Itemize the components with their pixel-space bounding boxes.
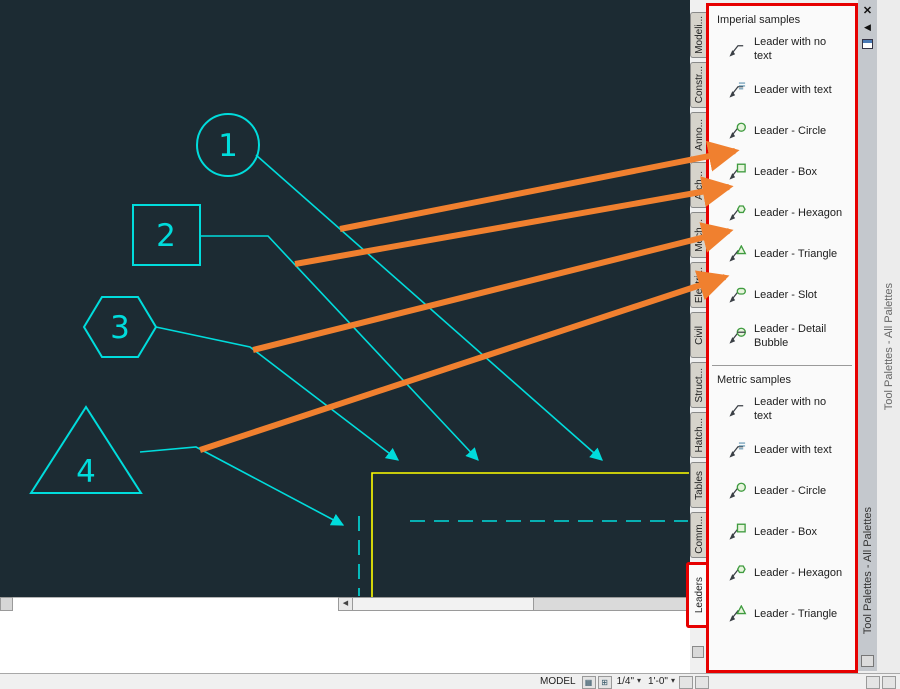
palette-item-leader-no-text[interactable]: Leader with no text (709, 29, 855, 70)
palette-item-leader-hexagon[interactable]: Leader - Hexagon (709, 193, 855, 234)
outer-palette-properties-icon[interactable] (861, 655, 874, 667)
status-bar: MODEL ▦ ⊞ 1/4" ▾ 1'-0" ▾ (0, 673, 900, 689)
group-title-imperial: Imperial samples (717, 14, 801, 26)
leader-box-icon (728, 523, 747, 542)
leader-no-text-icon (728, 400, 747, 419)
auto-hide-icon[interactable]: ◀ (864, 21, 871, 32)
tab-tables[interactable]: Tables (690, 462, 708, 508)
palette-titlebar-outer: Tool Palettes - All Palettes (877, 0, 900, 673)
annotation-scale-unit[interactable]: 1'-0" (648, 676, 668, 687)
status-tray-icon[interactable] (882, 676, 896, 689)
tab-group-menu-icon[interactable] (692, 646, 704, 658)
palette-item-label: Leader with no text (754, 395, 827, 422)
leader-triangle-icon (728, 245, 747, 264)
group-title-metric: Metric samples (717, 374, 791, 386)
palette-item-leader-slot[interactable]: Leader - Slot (709, 275, 855, 316)
callout-2-number: 2 (156, 218, 176, 254)
palette-item-label: Leader - Circle (754, 124, 827, 137)
chevron-down-icon[interactable]: ▾ (637, 676, 642, 685)
callout-1-number: 1 (218, 128, 238, 164)
scrollbar-corner-box (0, 597, 13, 611)
palette-item-leader-circle[interactable]: Leader - Circle (709, 471, 855, 512)
palette-title-vertical[interactable]: Tool Palettes - All Palettes (861, 506, 874, 635)
palette-item-leader-box[interactable]: Leader - Box (709, 152, 855, 193)
leader-circle-icon (728, 122, 747, 141)
properties-icon[interactable] (860, 37, 875, 51)
palette-item-label: Leader - Box (754, 165, 817, 178)
horizontal-scrollbar[interactable]: ◀ (338, 597, 690, 611)
leader-hexagon-icon (728, 204, 747, 223)
palette-title-vertical-outer[interactable]: Tool Palettes - All Palettes (882, 283, 895, 411)
close-icon[interactable]: ✕ (862, 4, 873, 17)
palette-item-label: Leader - Triangle (754, 607, 838, 620)
scrollbar-left-arrow-icon[interactable]: ◀ (339, 598, 353, 610)
leader-line-1[interactable] (255, 154, 603, 461)
callout-4-number: 4 (76, 454, 96, 490)
grid-toggle-icon[interactable]: ▦ (581, 676, 596, 689)
chevron-down-icon[interactable]: ▾ (670, 676, 675, 685)
tool-palette-panel: Imperial samples Leader with no text Lea… (706, 3, 858, 673)
callout-hexagon-3[interactable]: 3 (82, 296, 158, 358)
leader-line-3[interactable] (155, 326, 400, 461)
palette-item-label: Leader - Slot (754, 288, 817, 301)
palette-item-leader-detail-bubble[interactable]: Leader - Detail Bubble (709, 316, 855, 357)
tab-leaders[interactable]: Leaders (686, 562, 709, 628)
drawing-canvas[interactable]: 1 2 3 4 (0, 0, 690, 597)
palette-item-leader-text[interactable]: Leader with text (709, 70, 855, 111)
callout-triangle-4[interactable]: 4 (29, 405, 143, 494)
palette-item-label: Leader with text (754, 83, 832, 96)
workspace-switch-icon[interactable] (866, 676, 880, 689)
tab-command-tools[interactable]: Comm... (690, 512, 708, 558)
group-separator (712, 365, 852, 366)
autoscale-icon[interactable] (694, 676, 709, 689)
leader-slot-icon (728, 286, 747, 305)
palette-item-label: Leader - Hexagon (754, 206, 843, 219)
palette-item-leader-text[interactable]: Leader with text (709, 430, 855, 471)
palette-item-leader-triangle[interactable]: Leader - Triangle (709, 234, 855, 275)
leader-triangle-icon (728, 605, 747, 624)
palette-titlebar-inner: ✕ ◀ Tool Palettes - All Palettes (858, 0, 877, 671)
palette-item-label: Leader with text (754, 443, 832, 456)
annotation-scale-value[interactable]: 1/4" (616, 676, 635, 687)
palette-item-label: Leader - Box (754, 525, 817, 538)
palette-item-leader-triangle[interactable]: Leader - Triangle (709, 594, 855, 635)
tab-constraints[interactable]: Constr... (690, 62, 708, 108)
palette-item-leader-hexagon[interactable]: Leader - Hexagon (709, 553, 855, 594)
callout-circle-1[interactable]: 1 (196, 113, 260, 177)
leader-hexagon-icon (728, 564, 747, 583)
snap-toggle-icon[interactable]: ⊞ (597, 676, 612, 689)
leader-text-icon (728, 441, 747, 460)
leader-no-text-icon (728, 40, 747, 59)
model-space-button[interactable]: MODEL (540, 676, 576, 687)
tab-modeling[interactable]: Modeli... (690, 12, 708, 58)
leader-text-icon (728, 81, 747, 100)
leader-line-4[interactable] (139, 446, 345, 526)
palette-item-label: Leader - Hexagon (754, 566, 843, 579)
palette-item-label: Leader - Triangle (754, 247, 838, 260)
leader-box-icon (728, 163, 747, 182)
callout-box-2[interactable]: 2 (132, 204, 201, 266)
palette-item-leader-circle[interactable]: Leader - Circle (709, 111, 855, 152)
leader-circle-icon (728, 482, 747, 501)
leader-detail-bubble-icon (728, 327, 747, 346)
palette-item-label: Leader - Detail Bubble (754, 322, 827, 349)
palette-item-leader-box[interactable]: Leader - Box (709, 512, 855, 553)
leader-line-2[interactable] (200, 235, 479, 461)
annotation-visibility-icon[interactable] (678, 676, 693, 689)
scrollbar-thumb[interactable] (353, 598, 534, 610)
palette-item-label: Leader - Circle (754, 484, 827, 497)
palette-item-label: Leader with no text (754, 35, 827, 62)
detail-boundary-rect[interactable] (371, 472, 689, 597)
palette-item-leader-no-text[interactable]: Leader with no text (709, 389, 855, 430)
callout-3-number: 3 (110, 310, 130, 346)
